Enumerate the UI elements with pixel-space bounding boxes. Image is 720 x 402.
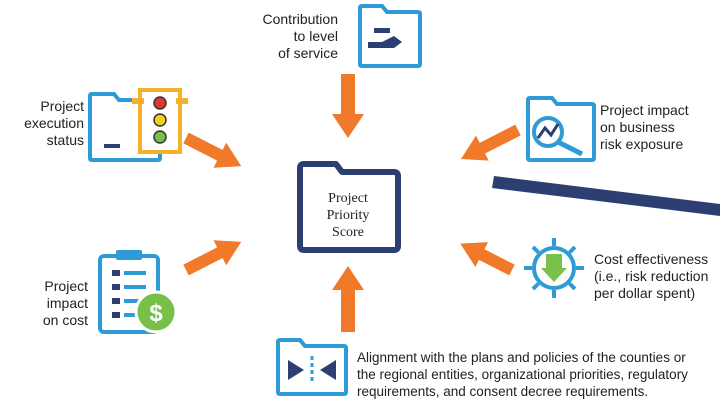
right-bottom-label-line3: per dollar spent) bbox=[594, 285, 696, 301]
right-top-label: Project impact on business risk exposure bbox=[600, 102, 718, 153]
right-top-label-line2: on business bbox=[600, 119, 675, 135]
left-bottom-label-line3: on cost bbox=[42, 312, 88, 328]
traffic-light-icon bbox=[132, 88, 188, 154]
arrow-from-bottom bbox=[332, 266, 364, 332]
top-label-line1: Contribution bbox=[262, 11, 339, 27]
right-top-label-line3: risk exposure bbox=[600, 136, 684, 152]
service-folder-icon bbox=[358, 3, 422, 68]
arrow-from-right-bottom bbox=[460, 242, 515, 276]
left-top-label: Project execution status bbox=[4, 98, 84, 149]
center-label: Project Priority Score bbox=[306, 190, 390, 241]
center-folder-icon bbox=[297, 161, 401, 253]
arrow-from-top bbox=[332, 74, 364, 138]
center-label-line3: Score bbox=[332, 225, 364, 240]
top-label-line3: of service bbox=[278, 45, 338, 61]
left-bottom-label-line1: Project bbox=[44, 278, 88, 294]
center-label-line2: Priority bbox=[326, 208, 370, 223]
bottom-label-line3: requirements, and consent decree require… bbox=[357, 384, 649, 399]
arrow-from-right-top bbox=[460, 124, 521, 161]
right-top-label-line1: Project impact bbox=[600, 102, 689, 118]
svg-text:$: $ bbox=[149, 300, 163, 327]
right-bottom-label-line2: (i.e., risk reduction bbox=[594, 268, 709, 284]
alignment-folder-icon bbox=[276, 338, 348, 396]
center-label-line1: Project bbox=[328, 191, 368, 206]
bottom-label: Alignment with the plans and policies of… bbox=[357, 349, 719, 400]
top-label: Contribution to level of service bbox=[238, 11, 339, 62]
left-bottom-label: Project impact on cost bbox=[4, 278, 88, 329]
dollar-coin-icon: $ bbox=[134, 290, 178, 334]
left-top-label-line2: execution bbox=[24, 115, 84, 131]
arrow-from-left-top bbox=[183, 132, 242, 168]
risk-folder-icon bbox=[526, 96, 596, 162]
left-bottom-label-line2: impact bbox=[46, 295, 88, 311]
bottom-label-line2: the regional entities, organizational pr… bbox=[357, 367, 688, 382]
right-bottom-label-line1: Cost effectiveness bbox=[594, 251, 709, 267]
left-top-label-line3: status bbox=[46, 132, 84, 148]
bottom-label-line1: Alignment with the plans and policies of… bbox=[357, 350, 686, 365]
top-label-line2: to level bbox=[293, 28, 338, 44]
left-top-label-line1: Project bbox=[40, 98, 84, 114]
magnifier-chart-icon bbox=[532, 116, 584, 157]
arrow-from-left-bottom bbox=[183, 240, 242, 276]
gear-dollar-icon bbox=[524, 238, 584, 298]
navy-diagonal-bar bbox=[492, 176, 720, 216]
right-bottom-label: Cost effectiveness (i.e., risk reduction… bbox=[594, 251, 720, 302]
